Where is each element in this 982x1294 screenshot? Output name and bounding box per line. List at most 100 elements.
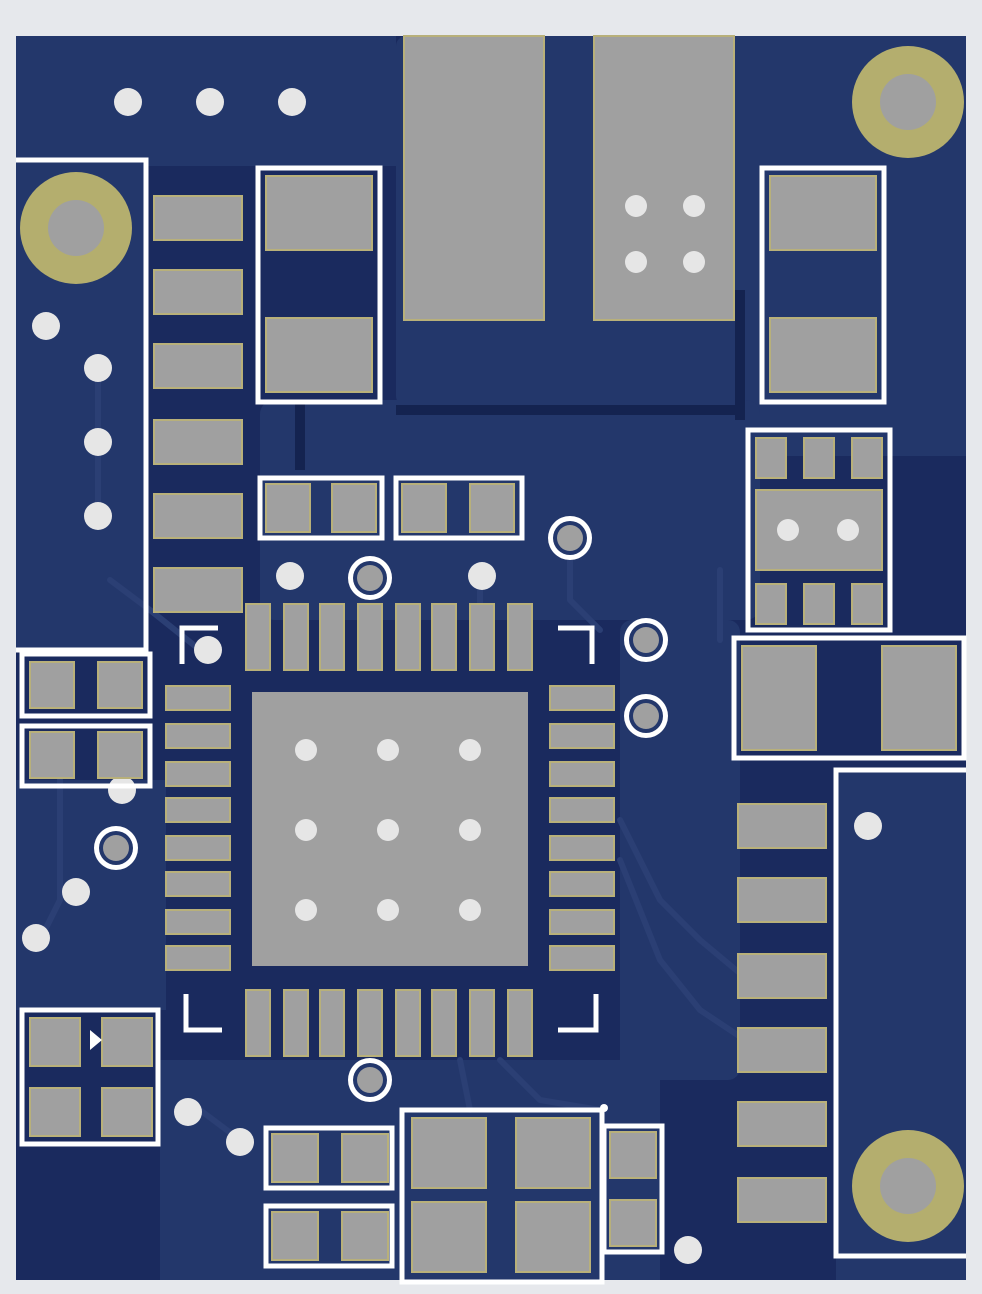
header-pad <box>737 803 827 849</box>
res-pad <box>29 731 75 779</box>
cap-pad <box>265 317 373 393</box>
via <box>174 1098 202 1126</box>
large-pads-top <box>403 35 735 321</box>
via <box>674 1236 702 1264</box>
mounting-holes <box>20 46 964 1242</box>
via <box>683 251 705 273</box>
res-pad <box>271 1211 319 1261</box>
left-header <box>16 157 243 653</box>
sot-outline <box>745 427 893 633</box>
ic-pin <box>245 603 271 671</box>
res-pad <box>271 1133 319 1183</box>
resistor-pair-top <box>257 475 525 541</box>
mounting-drill <box>880 1158 936 1214</box>
via-ringed <box>624 694 668 738</box>
ic-pin <box>165 685 231 711</box>
header-pad <box>153 419 243 465</box>
pad-top-2 <box>593 35 735 321</box>
res-pad <box>97 731 143 779</box>
via <box>777 519 799 541</box>
via <box>625 251 647 273</box>
ic-pin <box>507 603 533 671</box>
mounting-drill <box>880 74 936 130</box>
sot-pad <box>755 583 787 625</box>
quad-pad <box>515 1117 591 1189</box>
ic-corner-marks <box>179 625 599 1033</box>
via <box>468 562 496 590</box>
ic-pin <box>549 871 615 897</box>
via-ringed <box>624 618 668 662</box>
sot-pad <box>851 583 883 625</box>
capacitor-right-top <box>759 165 887 405</box>
header-pad <box>153 195 243 241</box>
quad-pad <box>515 1201 591 1273</box>
via <box>276 562 304 590</box>
via <box>22 924 50 952</box>
header-pad <box>737 877 827 923</box>
via <box>84 502 112 530</box>
res-pad <box>331 483 377 533</box>
qfn-ic <box>165 603 615 1057</box>
via <box>278 88 306 116</box>
trace-g <box>457 1057 473 1113</box>
via <box>108 776 136 804</box>
ic-pin <box>395 603 421 671</box>
quad-pad <box>411 1117 487 1189</box>
via-ringed <box>548 516 592 560</box>
sot-pad <box>803 437 835 479</box>
cap-pad <box>741 645 817 751</box>
via-ringed <box>348 1058 392 1102</box>
resistor-vertical-bottom <box>601 1123 665 1255</box>
ic-pin <box>395 989 421 1057</box>
ic-pin <box>283 603 309 671</box>
quad-outline <box>19 1007 161 1147</box>
ic-pins <box>165 603 615 1057</box>
ic-pin <box>165 723 231 749</box>
res-outline <box>263 1125 395 1191</box>
cap-outline <box>255 165 383 405</box>
ic-thermal-vias <box>295 739 481 921</box>
thermal-via <box>377 819 399 841</box>
mounting-drill <box>48 200 104 256</box>
ic-pin <box>549 945 615 971</box>
via <box>194 636 222 664</box>
res-outline <box>263 1203 395 1269</box>
ic-pin <box>549 723 615 749</box>
copper-gaps <box>295 290 745 470</box>
ic-pin <box>431 989 457 1057</box>
right-header <box>737 767 966 1259</box>
via <box>226 1128 254 1156</box>
left-header-silkscreen <box>16 157 149 653</box>
res-pad <box>341 1133 389 1183</box>
pour-bottom-left <box>16 780 166 1010</box>
thermal-via <box>377 899 399 921</box>
header-pad <box>737 953 827 999</box>
ic-pin <box>165 761 231 787</box>
res-outline <box>257 475 385 541</box>
via <box>84 354 112 382</box>
ic-pin <box>319 989 345 1057</box>
res-pad <box>401 483 447 533</box>
ic-pin <box>283 989 309 1057</box>
ic-pin <box>357 603 383 671</box>
header-pad <box>737 1177 827 1223</box>
mounting-hole-top-left <box>20 172 132 284</box>
res-outline <box>19 651 153 719</box>
right-header-silkscreen <box>833 767 966 1259</box>
ic-pin <box>165 909 231 935</box>
res-pad <box>469 483 515 533</box>
ic-pin <box>165 945 231 971</box>
mounting-hole-bottom-right <box>852 1130 964 1242</box>
header-pad <box>737 1027 827 1073</box>
ic-pin <box>549 909 615 935</box>
thermal-via <box>459 899 481 921</box>
sot-pad <box>803 583 835 625</box>
quad-component-bottom-left <box>19 1007 161 1147</box>
ic-pin <box>469 603 495 671</box>
cap-pad <box>881 645 957 751</box>
trace-c <box>37 777 63 943</box>
resistor-pair-bottom <box>263 1125 395 1269</box>
via <box>32 312 60 340</box>
vias-top-row <box>114 88 306 116</box>
